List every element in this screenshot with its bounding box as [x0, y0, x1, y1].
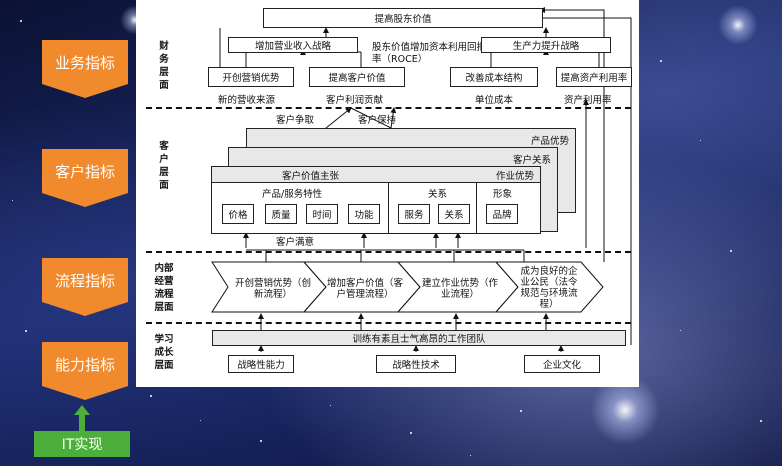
workforce-team-box: 训练有素且士气高昂的工作团队: [212, 330, 626, 346]
image-brand-box: 品牌: [486, 204, 518, 224]
financial-item-box: 开创营销优势: [208, 67, 294, 87]
layer-divider: [146, 251, 631, 253]
strategic-technology-box: 战略性技术: [376, 355, 456, 373]
balanced-scorecard-strategy-map: 财务层面 客户层面 内部经营流程层面 学习成长层面 提高股东价值 增加营业收入战…: [136, 0, 639, 387]
revenue-growth-strategy-box: 增加营业收入战略: [228, 37, 358, 53]
financial-output: 资产利用率: [564, 95, 612, 106]
it-implementation-button[interactable]: IT实现: [34, 431, 130, 457]
financial-side-label: 财务层面: [159, 41, 169, 91]
financial-output: 新的营收来源: [218, 95, 276, 106]
customer-metrics-label: 客户指标: [42, 149, 128, 193]
customer-retention-text: 客户保持: [358, 115, 397, 126]
attr-quality-box: 质量: [265, 204, 297, 224]
chevron-business-metrics: 业务指标: [42, 40, 128, 98]
customer-side-label: 客户层面: [159, 141, 169, 191]
financial-output: 客户利润贡献: [326, 95, 384, 106]
chevron-process-metrics: 流程指标: [42, 258, 128, 316]
process-side-label: 内部经营流程层面: [154, 263, 174, 313]
attr-time-box: 时间: [306, 204, 338, 224]
product-service-attributes-text: 产品/服务特性: [262, 189, 323, 200]
process-step-citizenship: 成为良好的企业公民（法令规范与环境流程）: [520, 266, 578, 310]
process-metrics-label: 流程指标: [42, 258, 128, 302]
relation-relationship-box: 关系: [438, 204, 470, 224]
image-label: 形象: [493, 189, 513, 200]
financial-item-box: 提高客户价值: [309, 67, 405, 87]
relation-service-box: 服务: [398, 204, 430, 224]
chevron-capability-metrics: 能力指标: [42, 342, 128, 400]
financial-item-box: 提高资产利用率: [556, 67, 632, 87]
chevron-customer-metrics: 客户指标: [42, 149, 128, 207]
connector-lines: [211, 7, 632, 352]
learning-side-label: 学习成长层面: [154, 334, 174, 371]
layer-divider: [146, 107, 631, 109]
process-step-customer-mgmt: 增加客户价值（客户管理流程）: [326, 278, 403, 300]
business-metrics-label: 业务指标: [42, 40, 128, 84]
strategic-capability-box: 战略性能力: [228, 355, 294, 373]
financial-output: 单位成本: [475, 95, 514, 106]
up-arrow-icon: [74, 405, 90, 415]
attr-function-box: 功能: [348, 204, 380, 224]
customer-acquisition-text: 客户争取: [276, 115, 315, 126]
process-step-innovation: 开创营销优势（创新流程）: [234, 278, 311, 300]
capability-metrics-label: 能力指标: [42, 342, 128, 386]
relation-label: 关系: [428, 189, 448, 200]
attr-price-box: 价格: [222, 204, 254, 224]
productivity-strategy-box: 生产力提升战略: [481, 37, 611, 53]
layer-divider: [146, 322, 631, 324]
financial-item-box: 改善成本结构: [450, 67, 538, 87]
roce-text: 股东价值增加资本利用回报率（ROCE）: [372, 42, 487, 65]
increase-shareholder-value-box: 提高股东价值: [263, 8, 543, 28]
value-proposition-header: 客户价值主张 作业优势: [211, 166, 541, 183]
customer-satisfaction-text: 客户满意: [276, 237, 315, 248]
process-step-operations: 建立作业优势（作业流程）: [421, 278, 498, 300]
corporate-culture-box: 企业文化: [524, 355, 600, 373]
